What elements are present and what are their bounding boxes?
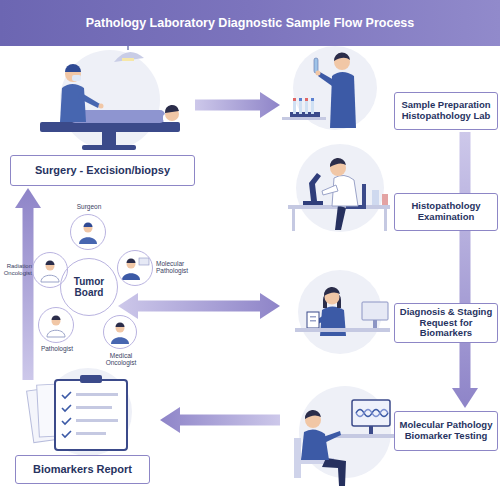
- node-text: Molecular Pathologist: [156, 260, 196, 274]
- scene-backdrop: [44, 46, 391, 478]
- node-text: Sample Preparation Histopathology Lab: [397, 100, 495, 122]
- role-circle: Pathologist: [38, 307, 74, 343]
- arrow-head: [260, 92, 280, 118]
- arrow-head: [452, 388, 478, 408]
- role-label: Medical Oncologist: [101, 352, 141, 366]
- node-text: Histopathology Examination: [397, 201, 495, 223]
- report-illustration: [27, 375, 127, 450]
- role-circle: Surgeon: [70, 214, 106, 250]
- label-box: Diagnosis & Staging Request for Biomarke…: [394, 303, 498, 343]
- role-circle: Molecular Pathologist: [117, 250, 153, 286]
- node-text: Molecular Pathology Biomarker Testing: [397, 420, 495, 442]
- diagram-title: Pathology Laboratory Diagnostic Sample F…: [86, 16, 415, 30]
- label-box: Surgery - Excision/biopsy: [10, 155, 195, 186]
- process-box: Histopathology Examination: [394, 193, 498, 231]
- arrow-shaft: [460, 132, 471, 388]
- flow-arrow: [160, 407, 280, 433]
- node-text: Surgery - Excision/biopsy: [35, 164, 170, 177]
- diagnosis-scene: Diagnosis & Staging Request for Biomarke…: [280, 292, 500, 345]
- role-label: Radiation Oncologist: [2, 263, 32, 276]
- molecular-scene: Molecular Pathology Biomarker Testing: [280, 408, 500, 453]
- label-box: Molecular Pathology Biomarker Testing: [394, 411, 498, 451]
- flow-arrow: [15, 188, 41, 380]
- node-text: Medical Oncologist: [101, 352, 141, 366]
- arrow-shaft: [138, 301, 260, 312]
- node-text: Tumor Board: [61, 276, 117, 298]
- node-text: Pathologist: [27, 345, 87, 352]
- flow-arrow: [452, 132, 478, 408]
- role-label: Surgeon: [51, 203, 127, 210]
- arrow-shaft: [180, 415, 280, 426]
- label-box: Biomarkers Report: [15, 455, 150, 484]
- arrow-head: [160, 407, 180, 433]
- node-text: Radiation Oncologist: [2, 263, 32, 276]
- node-text: Surgeon: [51, 203, 127, 210]
- surgery-scene: Surgery - Excision/biopsy: [10, 50, 195, 188]
- role-label: Molecular Pathologist: [156, 260, 196, 274]
- role-circle: Radiation Oncologist: [32, 252, 68, 288]
- arrow-head: [260, 293, 280, 319]
- flow-arrow: [195, 92, 280, 118]
- flow-arrow: [118, 293, 280, 319]
- title-band: Pathology Laboratory Diagnostic Sample F…: [0, 0, 500, 46]
- sample-prep-illustration: [282, 52, 356, 128]
- diagnosis-illustration: [295, 287, 390, 336]
- tumor-board-illustration: [32, 214, 153, 349]
- arrow-head: [15, 188, 41, 208]
- node-text: Biomarkers Report: [33, 463, 132, 476]
- surgery-illustration: [40, 36, 180, 150]
- node-text: Diagnosis & Staging Request for Biomarke…: [397, 307, 495, 340]
- report-scene: Biomarkers Report: [10, 380, 160, 486]
- tumor-board-circle: Tumor Board: [60, 258, 118, 316]
- role-label: Pathologist: [27, 345, 87, 352]
- sample-prep-scene: Sample Preparation Histopathology Lab: [280, 50, 500, 132]
- arrow-shaft: [195, 100, 260, 111]
- molecular-illustration: [294, 400, 395, 486]
- histopathology-illustration: [288, 158, 390, 231]
- arrow-shaft: [23, 208, 34, 380]
- label-box: Sample Preparation Histopathology Lab: [394, 92, 498, 130]
- role-circle: Medical Oncologist: [103, 315, 137, 349]
